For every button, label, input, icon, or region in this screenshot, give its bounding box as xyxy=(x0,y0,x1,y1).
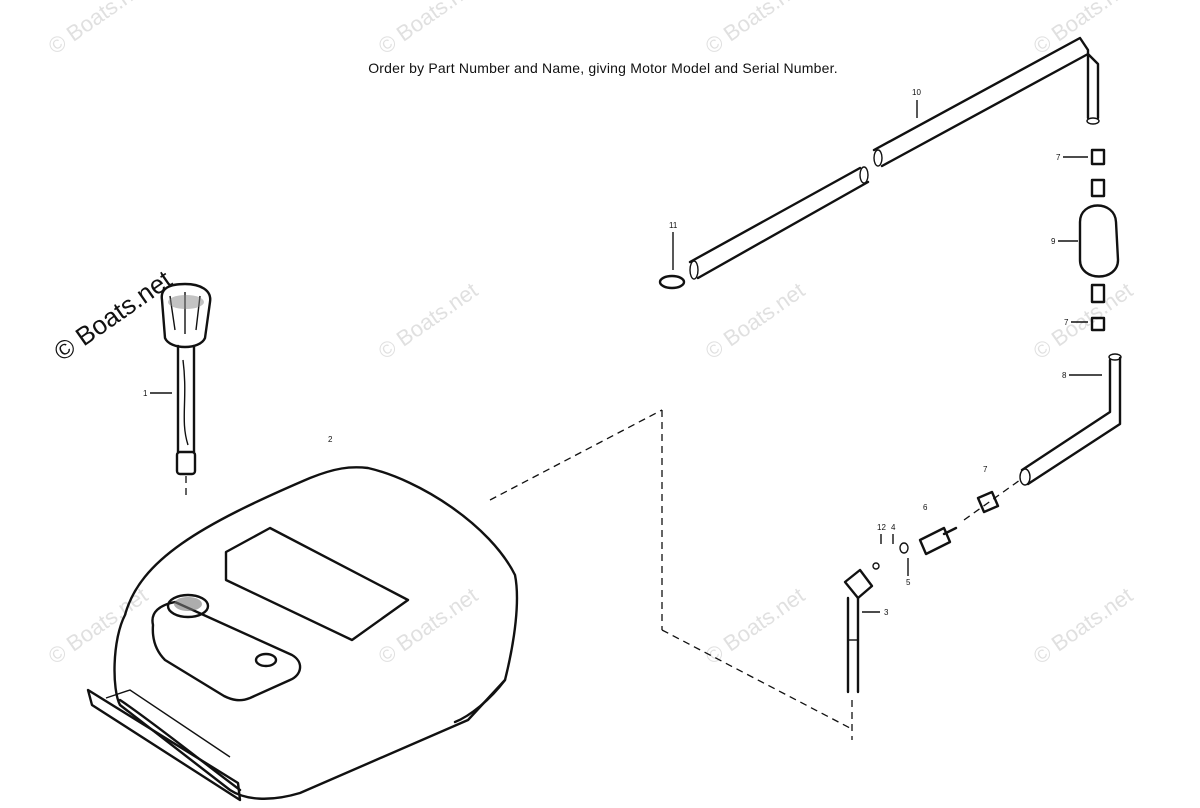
watermark-layer: © Boats.net © Boats.net © Boats.net © Bo… xyxy=(44,0,1138,669)
callout-4: 4 xyxy=(891,523,896,532)
primer-bulb-part xyxy=(1078,148,1120,332)
watermark: © Boats.net xyxy=(1029,582,1138,669)
callout-6: 6 xyxy=(923,503,928,512)
fuel-gauge-part xyxy=(160,282,212,498)
callout-2: 2 xyxy=(328,435,333,444)
watermark: © Boats.net xyxy=(374,582,483,669)
callouts: 1 2 3 4 5 6 7 7 7 8 9 10 11 12 xyxy=(143,88,1102,617)
order-instructions: Order by Part Number and Name, giving Mo… xyxy=(368,60,838,76)
callout-5: 5 xyxy=(906,578,911,587)
pickup-tube-part xyxy=(843,479,1021,740)
lower-hose-part xyxy=(1019,353,1122,486)
callout-10: 10 xyxy=(912,88,921,97)
watermark: © Boats.net xyxy=(374,0,483,59)
watermark: © Boats.net xyxy=(701,582,810,669)
callout-1: 1 xyxy=(143,389,148,398)
upper-hose-part xyxy=(688,36,1100,280)
watermark-bold: © Boats.net xyxy=(48,264,177,367)
callout-8: 8 xyxy=(1062,371,1067,380)
callout-7-lower: 7 xyxy=(983,465,988,474)
callout-9: 9 xyxy=(1051,237,1056,246)
watermark: © Boats.net xyxy=(701,0,810,59)
callout-12: 12 xyxy=(877,523,886,532)
watermark: © Boats.net xyxy=(701,277,810,364)
callout-3: 3 xyxy=(884,608,889,617)
watermark: © Boats.net xyxy=(44,582,153,669)
callout-11: 11 xyxy=(669,221,678,230)
watermark: © Boats.net xyxy=(1029,277,1138,364)
fuel-tank-part xyxy=(86,409,851,802)
watermark: © Boats.net xyxy=(44,0,153,59)
callout-7-mid: 7 xyxy=(1064,318,1069,327)
watermark: © Boats.net xyxy=(374,277,483,364)
watermark: © Boats.net xyxy=(1029,0,1138,59)
callout-7-upper: 7 xyxy=(1056,153,1061,162)
hose-clamp-part xyxy=(658,274,686,290)
